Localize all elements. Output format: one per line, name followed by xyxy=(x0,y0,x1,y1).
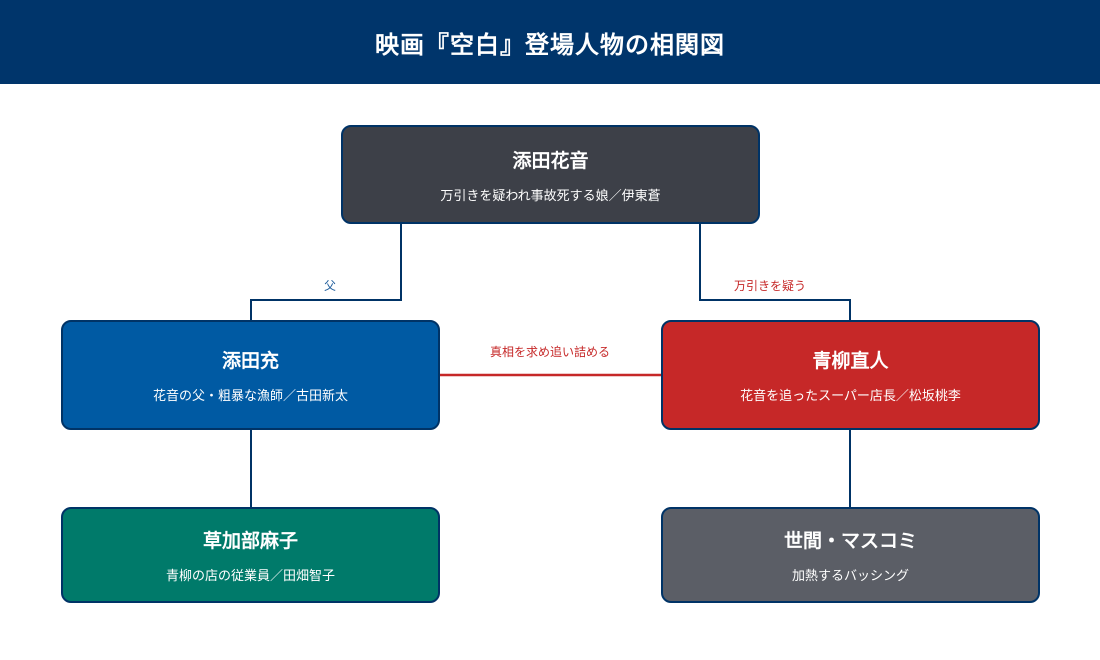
edge-label-pursue: 真相を求め追い詰める xyxy=(489,345,611,359)
node-name: 青柳直人 xyxy=(812,350,889,372)
node-name: 添田花音 xyxy=(512,149,589,172)
node-description: 万引きを疑われ事故死する娘／伊東蒼 xyxy=(440,188,661,204)
edge-label-father: 父 xyxy=(323,279,337,293)
node-description: 加熱するバッシング xyxy=(791,569,909,584)
node-aoyagi-naoto: 青柳直人 花音を追ったスーパー店長／松坂桃李 xyxy=(661,320,1040,430)
edge-label-suspect: 万引きを疑う xyxy=(733,279,807,293)
node-soeda-kanon: 添田花音 万引きを疑われ事故死する娘／伊東蒼 xyxy=(341,125,760,224)
node-soeda-mitsuru: 添田充 花音の父・粗暴な漁師／古田新太 xyxy=(61,320,440,430)
node-description: 青柳の店の従業員／田畑智子 xyxy=(165,569,335,584)
node-description: 花音を追ったスーパー店長／松坂桃李 xyxy=(740,389,961,404)
page-title: 映画『空白』登場人物の相関図 xyxy=(375,30,725,59)
node-kusakabe-asako: 草加部麻子 青柳の店の従業員／田畑智子 xyxy=(61,507,440,603)
header-bar: 映画『空白』登場人物の相関図 xyxy=(0,0,1100,84)
connector-kanon-mitsuru xyxy=(250,224,402,320)
node-description: 花音の父・粗暴な漁師／古田新太 xyxy=(152,389,348,404)
connector-kanon-aoyagi xyxy=(699,224,851,320)
node-public-media: 世間・マスコミ 加熱するバッシング xyxy=(661,507,1040,603)
node-name: 草加部麻子 xyxy=(202,530,298,552)
node-name: 添田充 xyxy=(221,350,279,372)
node-name: 世間・マスコミ xyxy=(783,530,917,552)
